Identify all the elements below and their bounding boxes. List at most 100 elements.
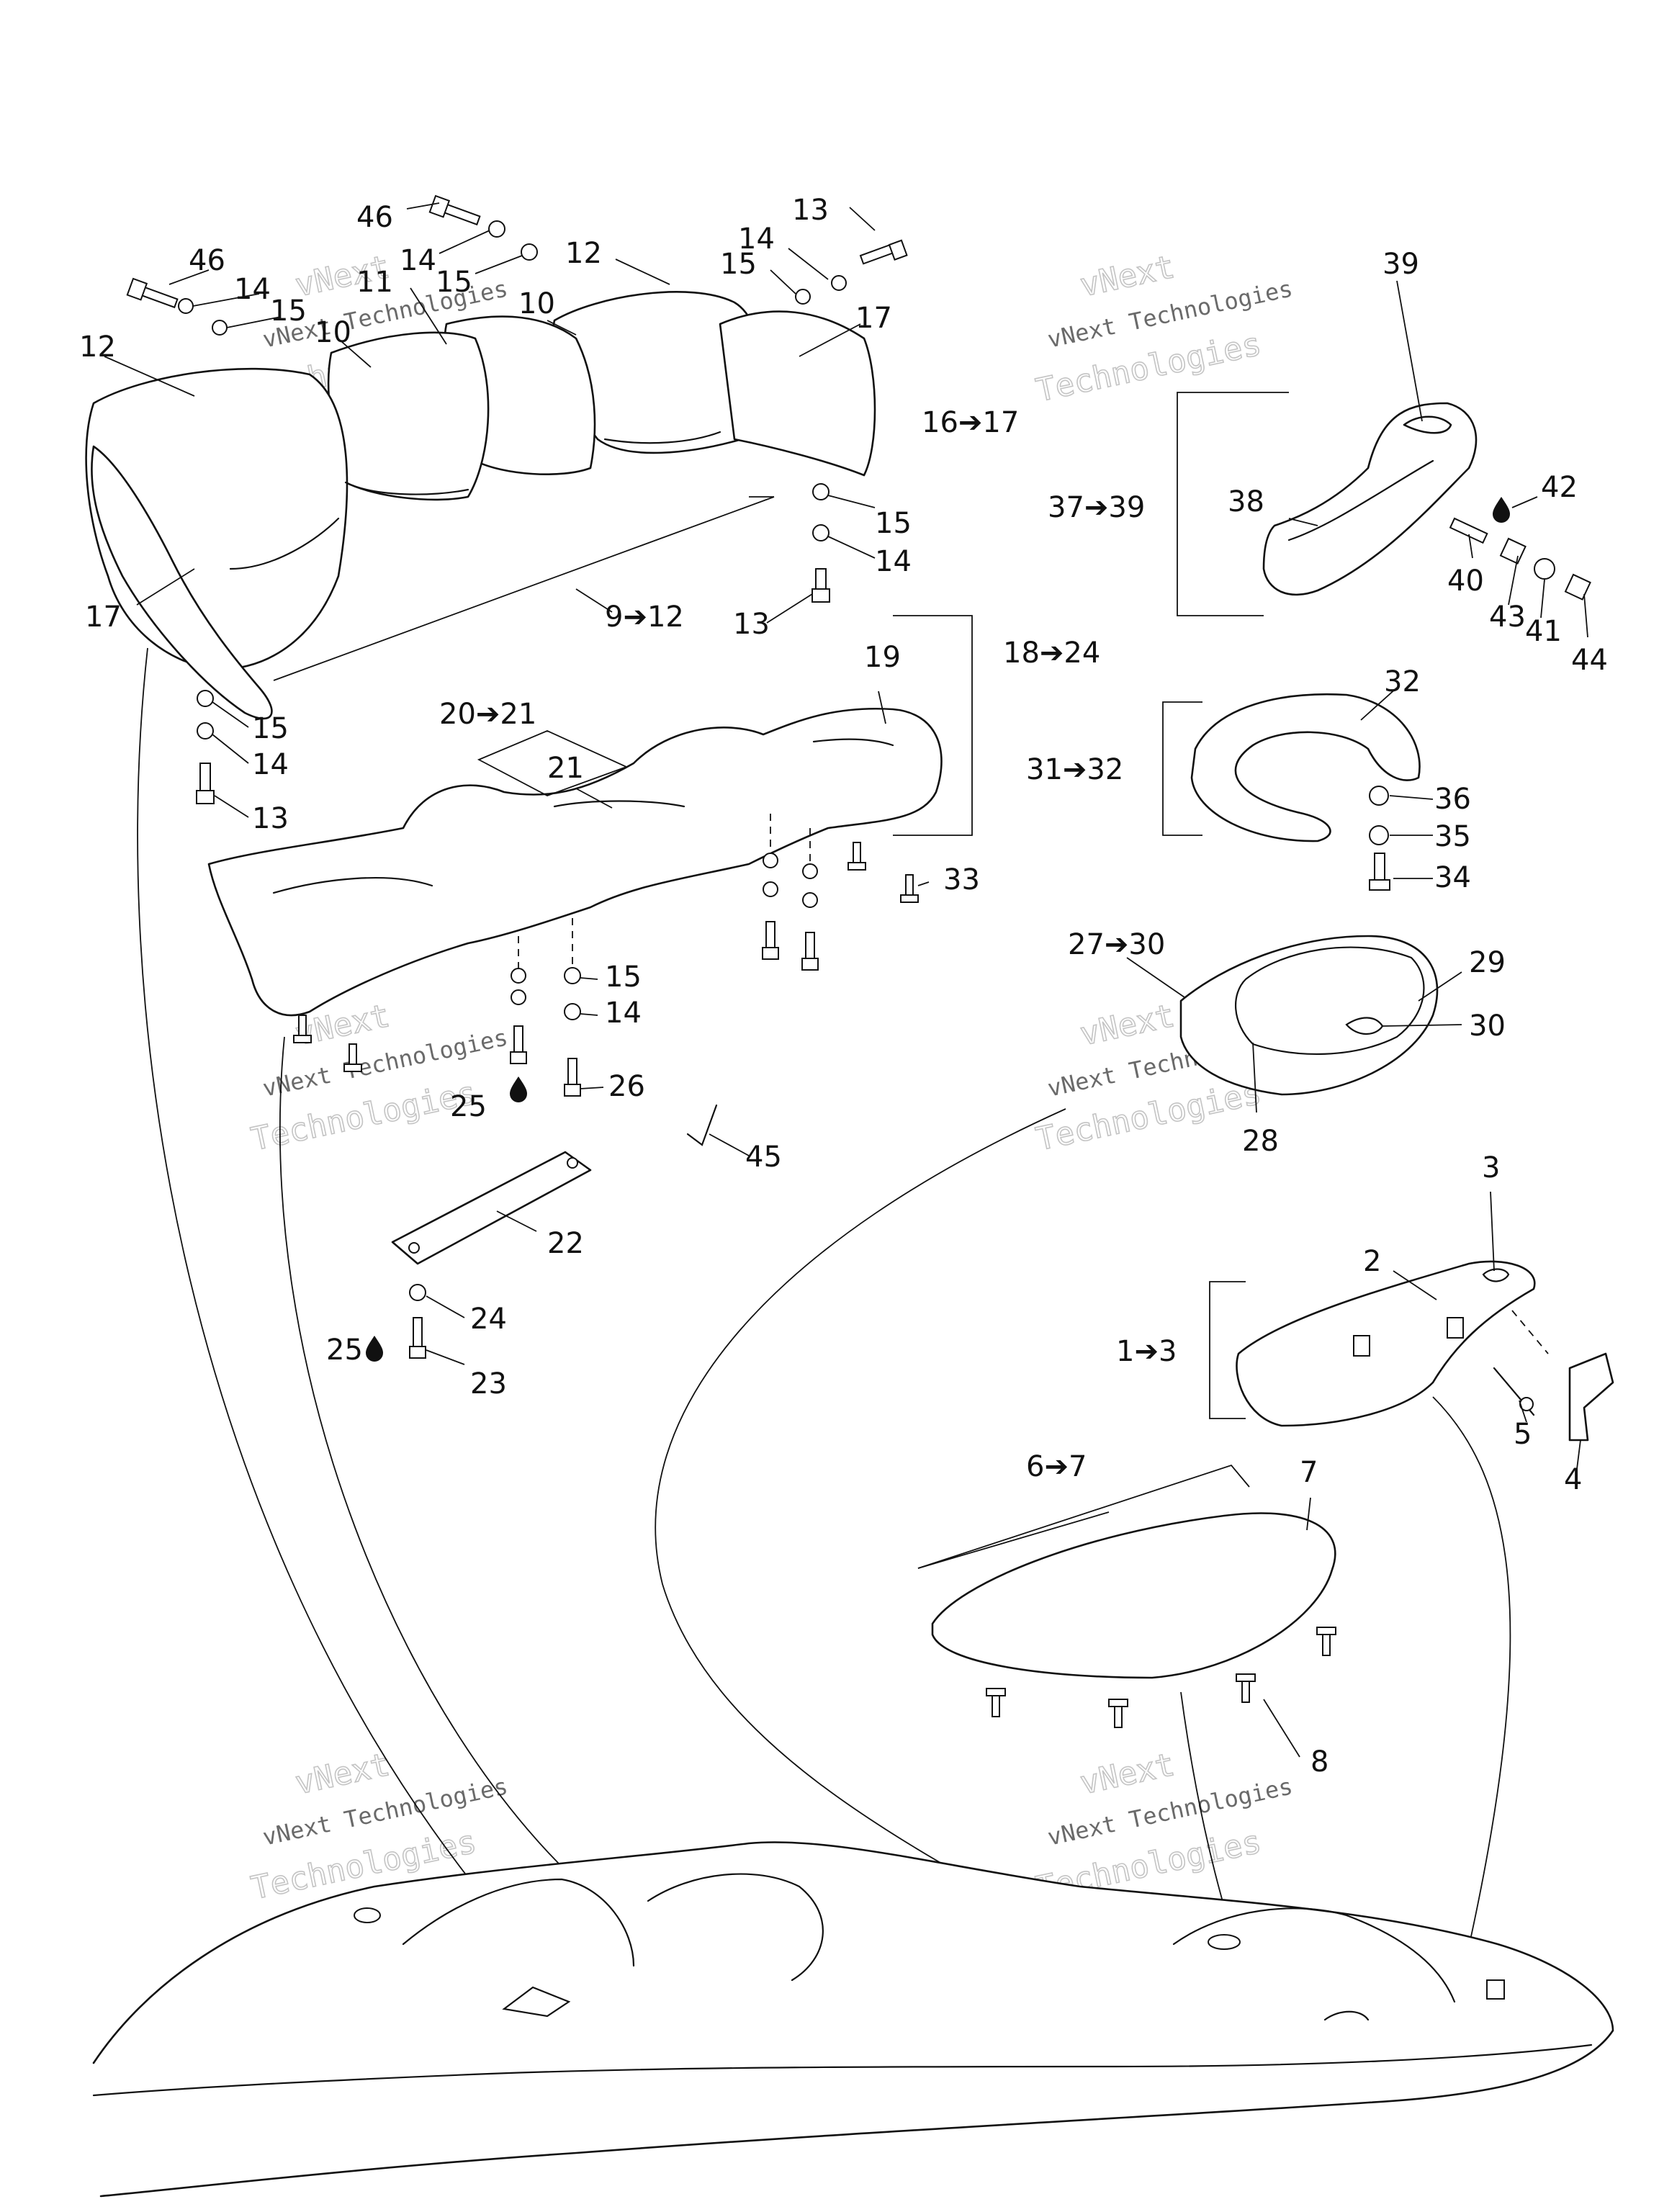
washer-base-2 <box>763 881 778 897</box>
leader-41 <box>1540 579 1545 619</box>
washer-base-1 <box>763 853 778 868</box>
grabhandle-slot-2 <box>1447 1317 1464 1339</box>
screw-8a <box>986 1688 1006 1717</box>
callout-2: 2 <box>1363 1245 1381 1278</box>
leader-38 <box>1288 518 1318 526</box>
callout-5: 5 <box>1514 1418 1532 1451</box>
callout-labels: 13 14 15 12 46 14 15 11 10 10 46 14 15 1… <box>79 194 1608 1779</box>
stud-40 <box>1449 517 1488 544</box>
frontpad-7 <box>931 1512 1336 1679</box>
rear-seat-cover-assembly <box>85 291 876 720</box>
callout-37-39: 37➔39 <box>1048 491 1145 524</box>
callout-14d: 14 <box>875 545 912 578</box>
leader-12a <box>104 356 195 397</box>
callout-15a: 15 <box>270 295 307 328</box>
washer-14b <box>488 220 505 238</box>
leader-43 <box>1508 555 1519 606</box>
armpad-assembly <box>1162 693 1421 891</box>
leader-13b <box>766 593 813 624</box>
svg-text:vNext: vNext <box>1077 248 1178 304</box>
leader-3 <box>1490 1191 1495 1272</box>
leader-13c <box>214 795 249 818</box>
seat-cover-section-10a <box>327 331 490 501</box>
screw-base-1 <box>848 842 866 871</box>
callout-19: 19 <box>864 641 901 674</box>
watermark-bottom-right: vNext vNext Technologies Technologies <box>1033 1745 1295 1907</box>
leader-15e <box>212 701 249 728</box>
callout-14c: 14 <box>738 222 775 256</box>
washer-15e <box>197 690 214 707</box>
callout-13c: 13 <box>252 802 289 835</box>
bolt-46a <box>126 277 179 309</box>
leader-22 <box>496 1210 537 1232</box>
leader-17a <box>136 568 195 606</box>
leader-14d <box>827 536 876 559</box>
hull-outline <box>92 1841 1614 2198</box>
callout-16-17: 16➔17 <box>922 406 1019 439</box>
callout-27-30: 27➔30 <box>1068 928 1165 961</box>
leader-32 <box>1360 687 1398 721</box>
callout-1-3: 1➔3 <box>1116 1335 1177 1368</box>
washer-14d <box>812 524 830 541</box>
callout-28: 28 <box>1242 1125 1279 1158</box>
seat-cover-17a <box>91 445 273 720</box>
strap-hole-1 <box>408 1242 420 1254</box>
seat-pad-front <box>812 738 894 747</box>
leader-7 <box>1306 1497 1311 1531</box>
washer-24 <box>409 1284 426 1301</box>
callout-13a: 13 <box>792 194 829 227</box>
bolt-46b <box>428 194 481 226</box>
leader-21 <box>575 788 613 809</box>
leader-19 <box>878 691 886 724</box>
washer-base-6 <box>511 989 526 1005</box>
callout-12a: 12 <box>79 331 116 364</box>
washer-14e <box>197 722 214 739</box>
leader-42 <box>1511 496 1538 508</box>
boat-hull <box>92 1841 1614 2198</box>
leader-2 <box>1393 1270 1437 1300</box>
callout-14e: 14 <box>252 748 289 781</box>
bolt-13a <box>859 239 908 265</box>
hardware-group <box>126 194 919 1362</box>
callout-25b: 25 <box>326 1334 363 1367</box>
callout-42: 42 <box>1541 471 1578 504</box>
callout-29: 29 <box>1469 946 1506 979</box>
washer-14c <box>831 275 847 291</box>
leader-40 <box>1468 534 1473 559</box>
callout-41: 41 <box>1525 615 1562 648</box>
callout-12b: 12 <box>565 237 602 270</box>
callout-43: 43 <box>1489 601 1526 634</box>
callout-46b: 46 <box>356 201 393 234</box>
strap-22 <box>391 1151 592 1265</box>
washer-15a <box>212 320 228 336</box>
bolt-base-1 <box>762 921 779 960</box>
grabhandle-assembly <box>1209 1260 1614 1442</box>
callout-39: 39 <box>1382 248 1419 281</box>
washer-36 <box>1369 786 1389 806</box>
grabhandle-dash <box>1511 1310 1549 1354</box>
drop-icon-25a <box>510 1076 527 1102</box>
grabhandle-2 <box>1236 1260 1536 1427</box>
leader-26 <box>580 1087 604 1089</box>
callout-46a: 46 <box>189 244 225 277</box>
leader-11 <box>410 287 447 345</box>
callout-21: 21 <box>547 752 584 785</box>
svg-text:vNext: vNext <box>292 1746 393 1802</box>
strap-hole-2 <box>567 1157 578 1169</box>
assembly-line-5 <box>1432 1396 1511 2010</box>
leader-9-12 <box>575 588 613 613</box>
leader-15b <box>475 255 523 274</box>
callout-26: 26 <box>608 1070 645 1103</box>
callout-31-32: 31➔32 <box>1026 753 1123 786</box>
callout-17b: 17 <box>855 302 892 335</box>
bracket-18-24 <box>893 615 973 836</box>
leader-33 <box>917 881 930 886</box>
handle-cap-39 <box>1403 415 1452 434</box>
leader-14e <box>212 734 249 764</box>
callout-33: 33 <box>943 863 980 896</box>
handle-assembly <box>1177 392 1591 616</box>
callout-36: 36 <box>1434 783 1471 816</box>
leader-12b <box>615 258 670 285</box>
